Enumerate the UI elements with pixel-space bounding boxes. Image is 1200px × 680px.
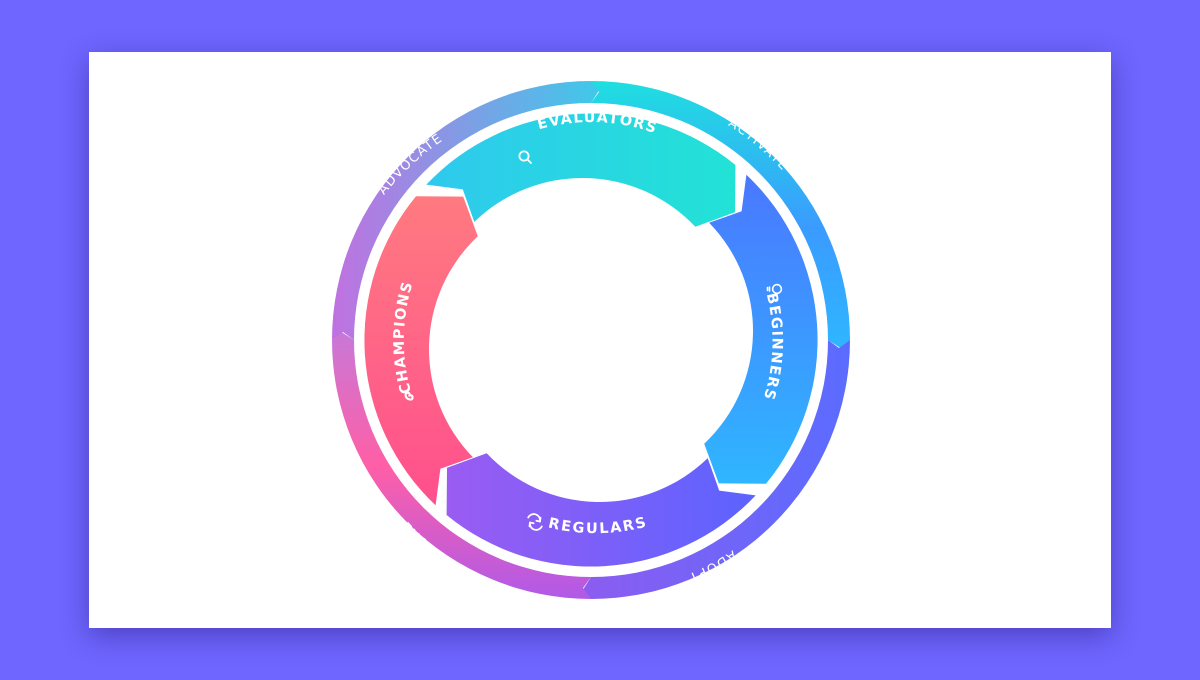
stage-beginners-arrow	[704, 174, 818, 484]
customer-flywheel-diagram: ACTIVATE ADOPT ADORE ADVOCATE EVALUATORS…	[332, 81, 850, 599]
stage-regulars-arrow	[446, 453, 756, 567]
outer-ring-activate-segment	[591, 81, 850, 348]
slide-card: ACTIVATE ADOPT ADORE ADVOCATE EVALUATORS…	[89, 52, 1111, 628]
stage-evaluators-arrow	[426, 113, 736, 227]
stage-label-champions: CHAMPIONS	[392, 279, 417, 395]
refresh-icon	[527, 513, 543, 531]
heart-icon	[404, 391, 414, 401]
search-icon	[518, 150, 532, 164]
outer-ring-adore-segment	[332, 332, 591, 599]
outer-ring-advocate-segment	[332, 81, 599, 340]
stage-champions-arrow	[364, 196, 478, 506]
outer-ring-adopt-segment	[583, 340, 850, 599]
lightbulb-icon	[766, 283, 783, 295]
outer-label-advocate: ADVOCATE	[375, 131, 445, 198]
